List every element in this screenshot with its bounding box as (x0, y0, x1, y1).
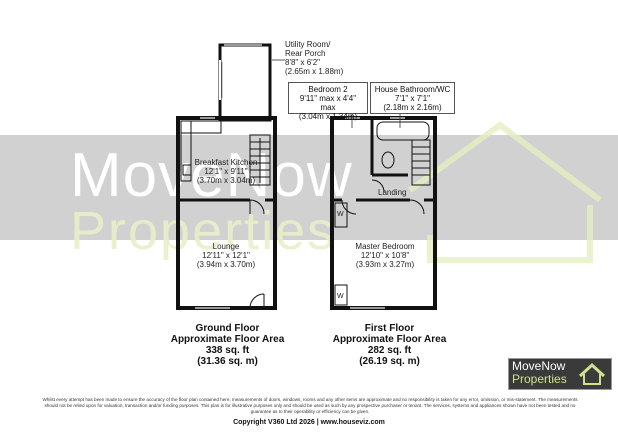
wardrobe-bottom (334, 284, 348, 306)
hob (182, 164, 192, 176)
bathroom-imperial: 7'1" x 7'1" (395, 94, 430, 103)
utility-name-line1: Utility Room/ (285, 40, 331, 49)
bedroom2-imperial: 9'11" max x 4'4" max (299, 94, 357, 112)
bedroom2-name: Bedroom 2 (308, 85, 348, 94)
master-bedroom-label: Master Bedroom 12'10" x 10'8" (3.93m x 3… (345, 242, 425, 269)
utility-imperial: 8'8" x 6'2" (285, 58, 320, 67)
bath (376, 121, 430, 141)
ground-floor-title: Ground Floor (195, 323, 260, 334)
toilet (381, 151, 395, 169)
first-floor-walls (330, 116, 437, 310)
landing-name: Landing (378, 188, 407, 197)
master-metric: (3.93m x 3.27m) (355, 260, 415, 269)
ground-floor-sqm: (31.36 sq. m) (197, 356, 258, 367)
ground-floor-caption: Ground Floor Approximate Floor Area 338 … (160, 323, 295, 367)
wardrobe-top (334, 202, 348, 228)
logo-text-properties: Properties (512, 372, 567, 386)
lounge-name: Lounge (212, 242, 240, 251)
first-floor-subtitle: Approximate Floor Area (332, 334, 447, 345)
ground-floor-sqft: 338 sq. ft (205, 345, 250, 356)
master-name: Master Bedroom (355, 242, 415, 251)
bedroom2-metric: (3.04m x 1.34m) (298, 112, 358, 121)
ground-floor-subtitle: Approximate Floor Area (170, 334, 285, 345)
landing-label: Landing (378, 188, 406, 197)
first-floor-caption: First Floor Approximate Floor Area 282 s… (322, 323, 457, 367)
bedroom2-label-box: Bedroom 2 9'11" max x 4'4" max (3.04m x … (288, 82, 368, 121)
kitchen-metric: (3.70m x 3.04m) (196, 176, 256, 185)
first-floor-sqm: (26.19 sq. m) (359, 356, 420, 367)
kitchen-label: Breakfast Kitchen 12'1" x 9'11" (3.70m x… (190, 158, 262, 185)
watermark-band (0, 135, 618, 240)
master-imperial: 12'10" x 10'8" (360, 251, 410, 260)
watermark-house-icon (408, 121, 602, 263)
lounge-imperial: 12'11" x 12'1" (202, 251, 250, 260)
kitchen-worktop (180, 120, 222, 134)
watermark-text-properties: Properties (70, 201, 337, 261)
first-stairs (411, 139, 431, 186)
bathroom-metric: (2.18m x 2.16m) (383, 103, 442, 112)
kitchen-imperial: 12'1" x 9'11" (204, 167, 248, 176)
utility-room-label: Utility Room/ Rear Porch 8'8" x 6'2" (2.… (285, 40, 343, 76)
first-floor-sqft: 282 sq. ft (367, 345, 412, 356)
lounge-metric: (3.94m x 3.70m) (196, 260, 256, 269)
utility-metric: (2.65m x 1.88m) (285, 67, 344, 76)
label-leaders (272, 59, 401, 128)
wardrobe-mark-bottom: W (337, 293, 344, 300)
disclaimer-text: Whilst every attempt has been made to en… (42, 397, 578, 414)
kitchen-name: Breakfast Kitchen (194, 158, 258, 167)
ground-stairs (249, 134, 271, 186)
bathroom-label-box: House Bathroom/WC 7'1" x 7'1" (2.18m x 2… (370, 82, 455, 114)
utility-name-line2: Rear Porch (285, 49, 326, 58)
logo-text-movenow: MoveNow (512, 359, 566, 373)
first-floor-title: First Floor (364, 323, 415, 334)
lounge-label: Lounge 12'11" x 12'1" (3.94m x 3.70m) (190, 242, 262, 269)
copyright-text: Copyright V360 Ltd 2026 | www.houseviz.c… (233, 419, 385, 426)
wardrobe-mark-top: W (337, 211, 344, 218)
ground-floor-walls (176, 43, 277, 310)
logo-house-icon (578, 362, 606, 385)
bathroom-name: House Bathroom/WC (374, 85, 451, 94)
utility-room-walls (218, 43, 272, 122)
